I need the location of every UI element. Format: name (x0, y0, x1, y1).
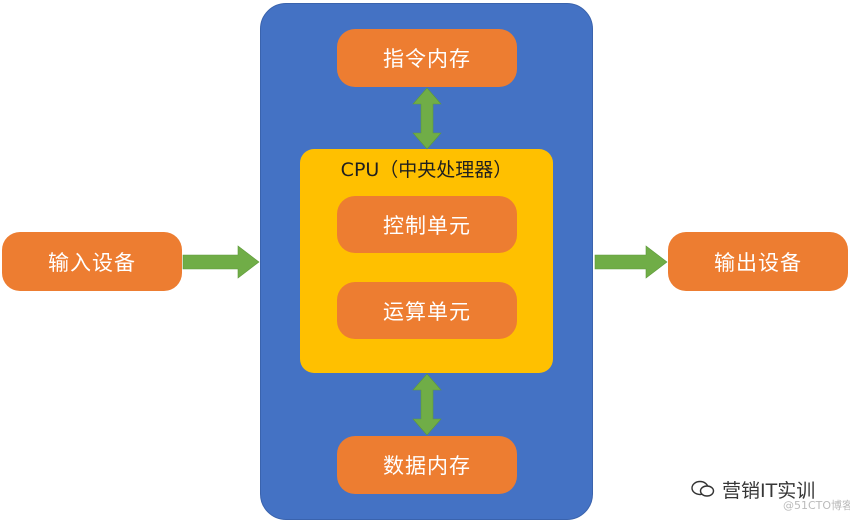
wechat-icon (691, 480, 715, 497)
watermark-source: @51CTO博客 (783, 499, 850, 512)
arrow-input-to-panel (182, 245, 260, 279)
arrow-cpu-data (412, 373, 442, 436)
node-input-device: 输入设备 (2, 232, 182, 291)
arrow-instruction-cpu (412, 87, 442, 150)
node-instruction-memory: 指令内存 (337, 29, 517, 87)
node-output-device: 输出设备 (668, 232, 848, 291)
watermark-account: 营销IT实训 (722, 480, 816, 502)
cpu-title: CPU（中央处理器） (340, 159, 513, 181)
node-data-memory: 数据内存 (337, 436, 517, 494)
arrow-panel-to-output (594, 245, 668, 279)
node-arithmetic-unit: 运算单元 (337, 282, 517, 339)
node-control-unit: 控制单元 (337, 196, 517, 253)
